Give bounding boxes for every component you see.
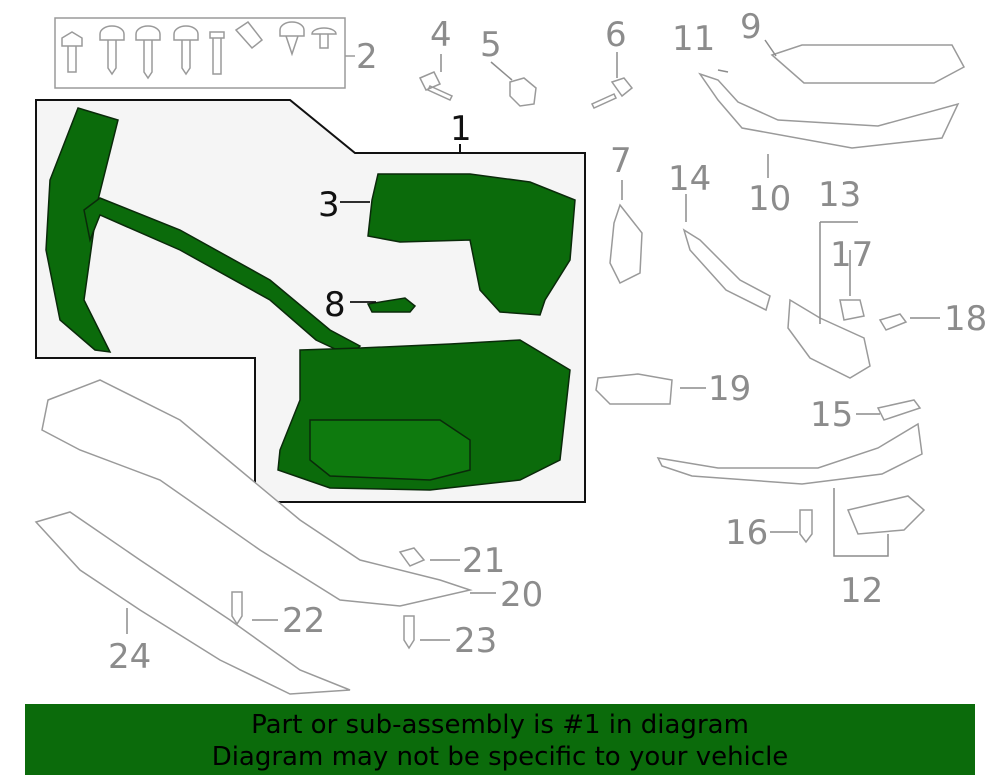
callout-9[interactable]: 9 <box>740 7 762 47</box>
callout-22[interactable]: 22 <box>282 601 325 641</box>
callout-5[interactable]: 5 <box>480 25 502 65</box>
callout-23[interactable]: 23 <box>454 621 497 661</box>
bracket-highlighted[interactable] <box>367 173 576 316</box>
small-bracket-highlighted[interactable] <box>366 297 417 313</box>
callout-8[interactable]: 8 <box>324 285 346 325</box>
callout-3[interactable]: 3 <box>318 185 340 225</box>
callout-12[interactable]: 12 <box>840 571 883 611</box>
callout-21[interactable]: 21 <box>462 541 505 581</box>
banner-line-1: Part or sub-assembly is #1 in diagram <box>251 710 749 740</box>
hardware-kit[interactable] <box>54 17 355 89</box>
callout-17[interactable]: 17 <box>830 235 873 275</box>
callout-1[interactable]: 1 <box>450 109 472 149</box>
callout-11[interactable]: 11 <box>672 19 715 59</box>
callout-15[interactable]: 15 <box>810 395 853 435</box>
callout-14[interactable]: 14 <box>668 159 711 199</box>
callout-18[interactable]: 18 <box>944 299 987 339</box>
leader-lines <box>126 39 940 641</box>
leader-lines-dark <box>340 201 376 303</box>
callout-10[interactable]: 10 <box>748 179 791 219</box>
callout-4[interactable]: 4 <box>430 15 452 55</box>
other-parts <box>34 44 966 695</box>
info-banner: Part or sub-assembly is #1 in diagram Di… <box>25 704 975 775</box>
banner-line-2: Diagram may not be specific to your vehi… <box>211 742 789 772</box>
callout-13[interactable]: 13 <box>818 175 861 215</box>
callout-labels: 2 4 5 6 11 9 10 7 14 13 17 18 19 15 16 1… <box>108 7 987 677</box>
callout-6[interactable]: 6 <box>605 15 627 55</box>
callout-2[interactable]: 2 <box>356 37 378 77</box>
bumper-cover-highlighted[interactable] <box>45 107 571 491</box>
callout-16[interactable]: 16 <box>725 513 768 553</box>
callout-20[interactable]: 20 <box>500 575 543 615</box>
callout-24[interactable]: 24 <box>108 637 151 677</box>
callout-19[interactable]: 19 <box>708 369 751 409</box>
callout-7[interactable]: 7 <box>610 141 632 181</box>
